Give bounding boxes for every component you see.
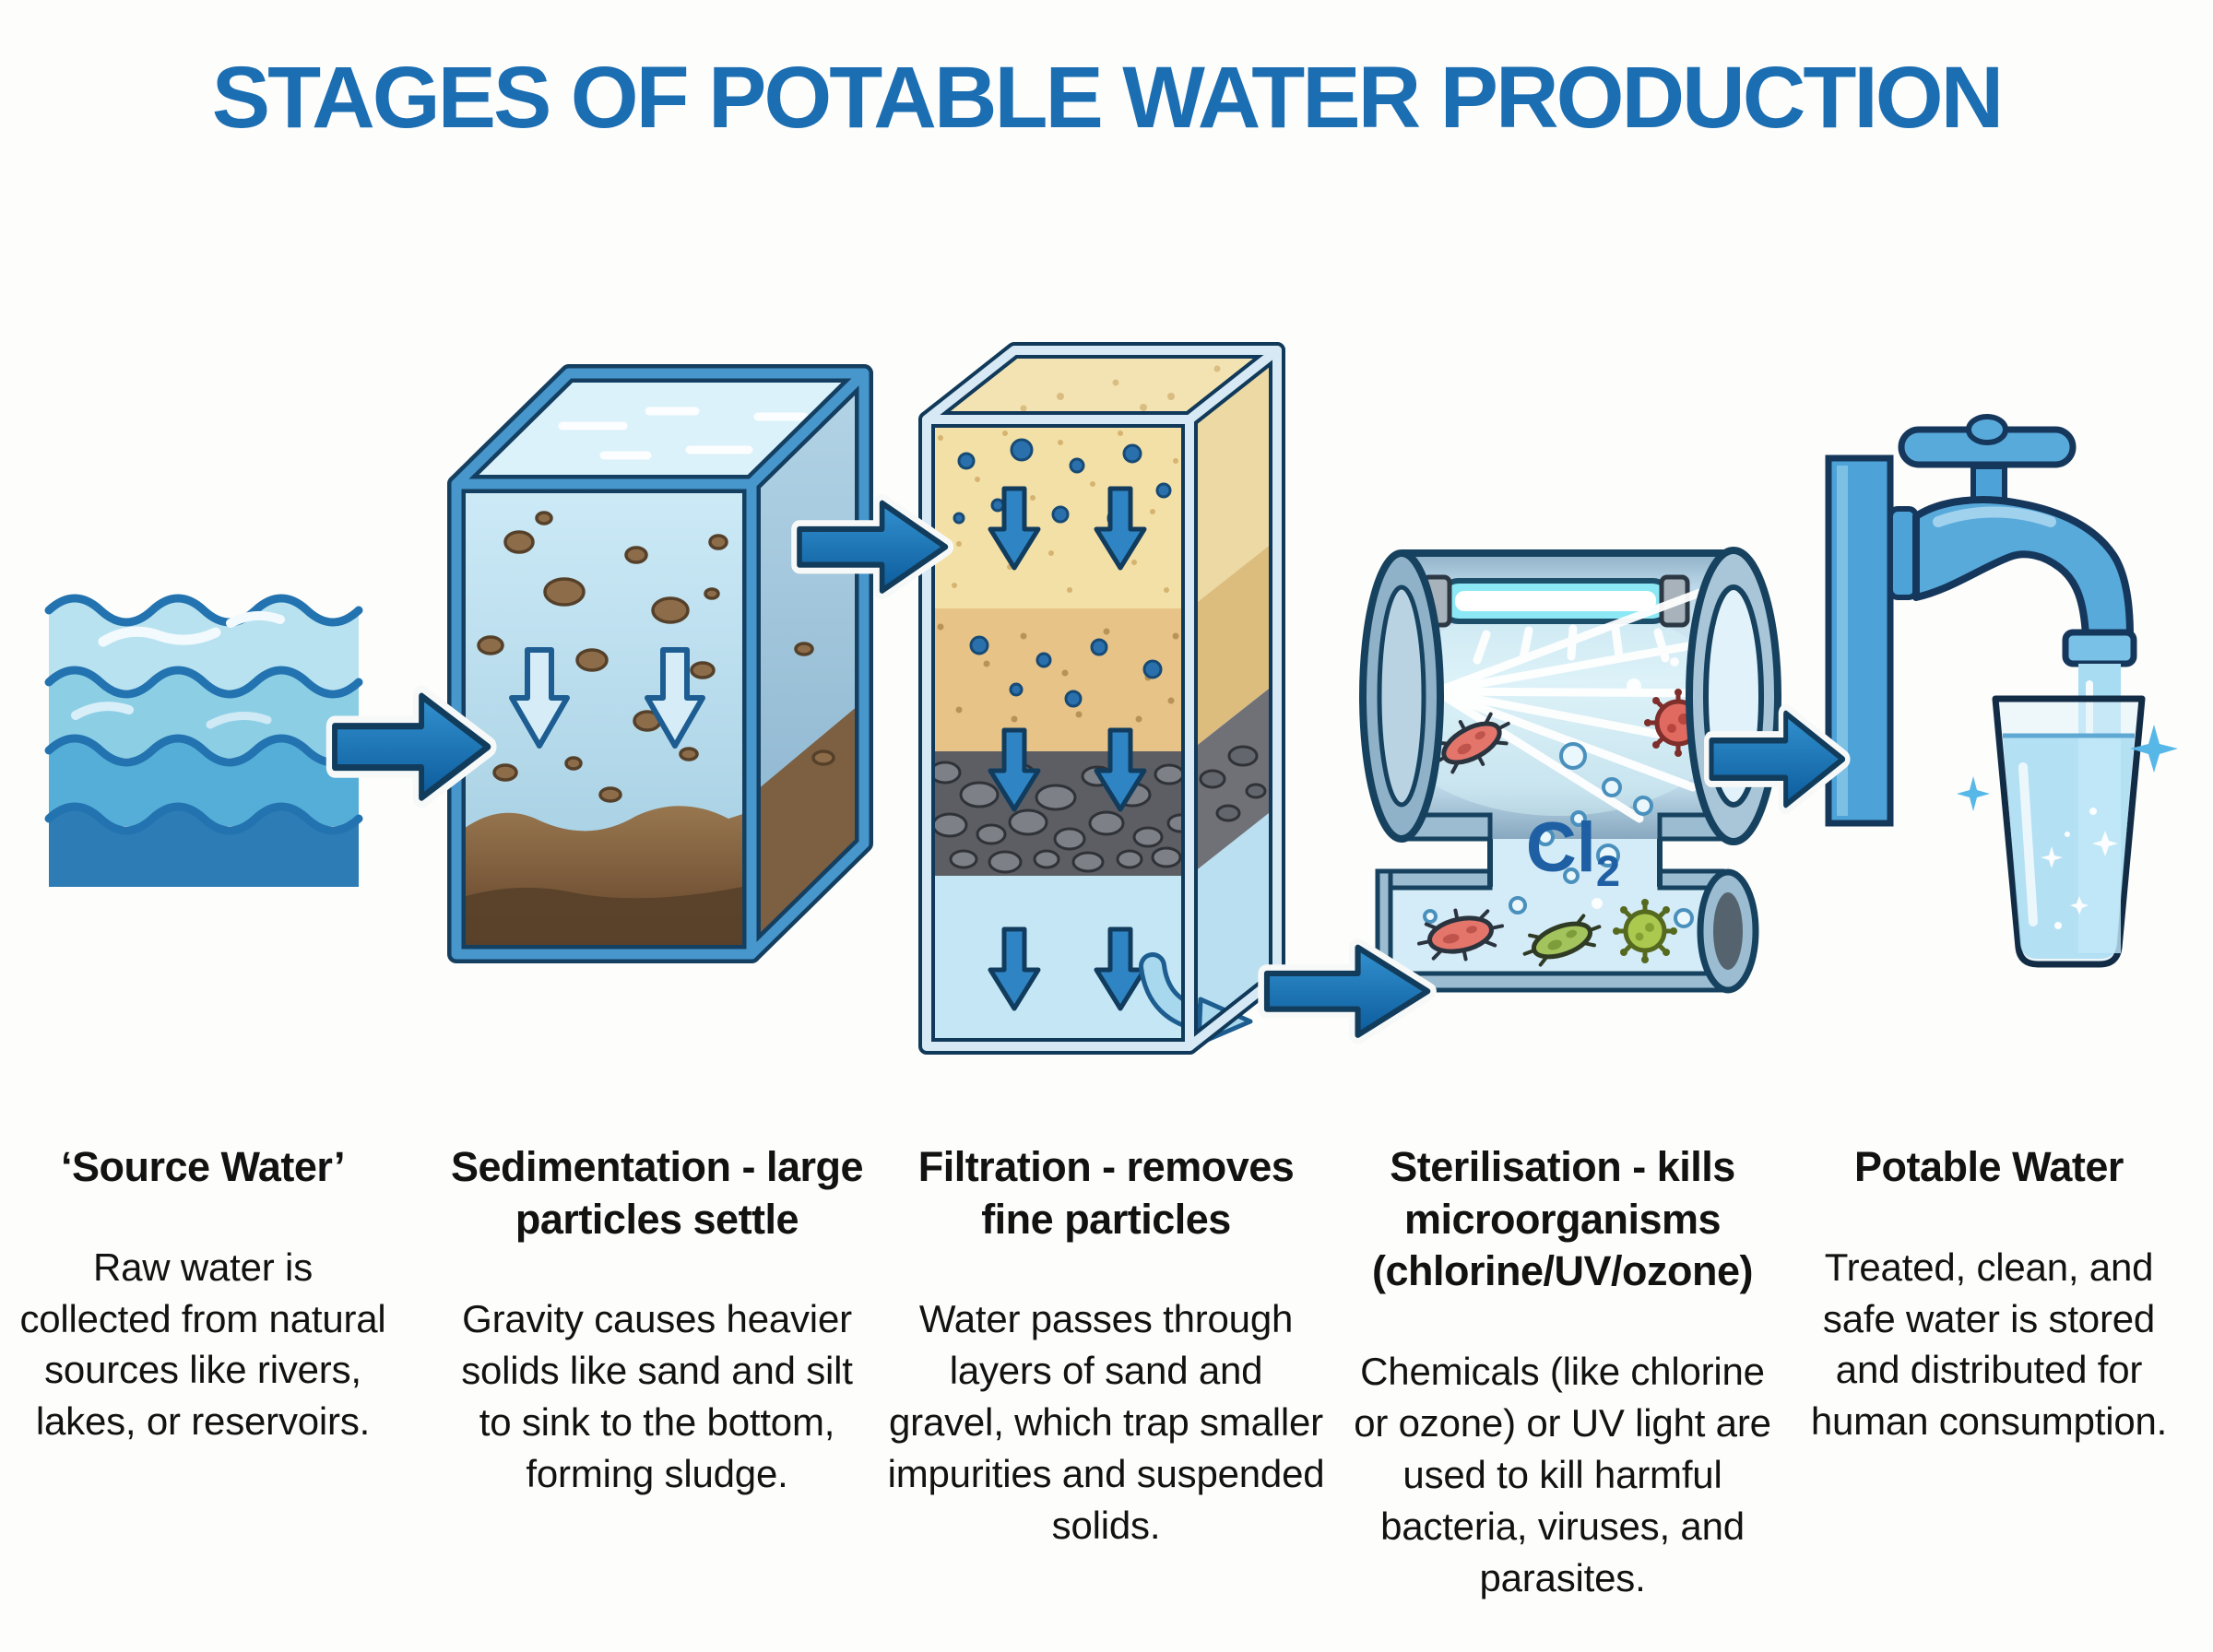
source-water-illustration: [44, 594, 363, 887]
water-droplets: [953, 438, 1172, 708]
settling-arrows: [509, 647, 705, 749]
sedimentation-tank-illustration: [447, 364, 873, 963]
chlorine-symbol: Cl: [1525, 808, 1596, 887]
faucet-icon: [1888, 414, 2137, 667]
green-bacteria-icon: [1522, 914, 1602, 967]
stage-heading: Sedimentation - large particles settle: [450, 1143, 864, 1243]
potable-water-illustration: [1825, 414, 2178, 968]
filtration-arrows: [988, 486, 1147, 1011]
gravel-stones: [929, 761, 1194, 874]
stage-description: Raw water is collected from natural sour…: [19, 1245, 386, 1444]
stage-caption-filtration: Filtration - removes fine particles Wate…: [887, 1141, 1325, 1552]
stage-heading: Sterilisation - kills microorganisms (ch…: [1371, 1143, 1754, 1295]
bubbles: [1423, 742, 1694, 928]
stage-description: Water passes through layers of sand and …: [887, 1297, 1325, 1547]
stage-description: Gravity causes heavier solids like sand …: [461, 1297, 853, 1495]
stage-caption-sterilisation: Sterilisation - kills microorganisms (ch…: [1339, 1141, 1786, 1603]
stage-heading: ‘Source Water’: [60, 1143, 346, 1190]
stage-heading: Filtration - removes fine particles: [917, 1143, 1295, 1243]
stage-caption-source-water: ‘Source Water’ Raw water is collected fr…: [14, 1141, 392, 1447]
sparkle-icon: [1957, 725, 2178, 811]
chlorine-label: Cl2: [1526, 813, 1621, 896]
chlorine-subscript: 2: [1595, 846, 1621, 896]
page-title: STAGES OF POTABLE WATER PRODUCTION: [211, 49, 2005, 147]
sterilisation-chamber-illustration: [1359, 547, 1781, 994]
stage-heading: Potable Water: [1854, 1143, 2124, 1190]
stage-caption-potable-water: Potable Water Treated, clean, and safe w…: [1791, 1141, 2187, 1447]
bacteria-icon: [1417, 908, 1504, 962]
stage-description: Treated, clean, and safe water is stored…: [1810, 1245, 2168, 1444]
stage-caption-sedimentation: Sedimentation - large particles settle G…: [447, 1141, 867, 1500]
uv-lamp-icon: [1421, 574, 1690, 628]
green-virus-icon: [1613, 899, 1677, 963]
filtration-tank-illustration: [918, 342, 1285, 1055]
stage-description: Chemicals (like chlorine or ozone) or UV…: [1354, 1350, 1771, 1599]
